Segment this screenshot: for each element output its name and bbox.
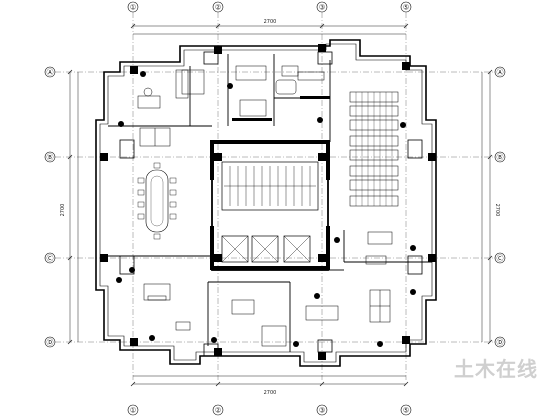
building-core bbox=[211, 141, 329, 271]
window-bays bbox=[119, 51, 423, 357]
workstation-rows bbox=[349, 91, 399, 207]
conference-table bbox=[137, 162, 177, 240]
grid-bubbles-left bbox=[44, 66, 56, 348]
dimension-left-overall: 2700 bbox=[60, 204, 66, 217]
grid-label-bottom-5: ⑤ bbox=[403, 407, 409, 415]
grid-bubbles-right bbox=[494, 66, 506, 348]
grid-label-top-1: ① bbox=[130, 4, 136, 12]
interior-partitions bbox=[108, 54, 432, 352]
planters bbox=[116, 71, 416, 347]
hatched-walls bbox=[210, 96, 330, 270]
exterior-wall bbox=[95, 39, 437, 367]
dimension-bottom-overall: 2700 bbox=[264, 390, 277, 396]
grid-label-left-d: Ⓓ bbox=[47, 339, 54, 347]
grid-label-top-5: ⑤ bbox=[403, 4, 409, 12]
grid-bubbles-bottom bbox=[127, 404, 412, 416]
grid-label-left-a: Ⓐ bbox=[47, 69, 54, 77]
grid-label-right-c: Ⓒ bbox=[497, 255, 504, 263]
watermark-text: 土木在线 bbox=[454, 357, 538, 381]
grid-label-right-d: Ⓓ bbox=[497, 339, 504, 347]
grid-label-bottom-2: ② bbox=[215, 407, 221, 415]
grid-label-bottom-1: ① bbox=[130, 407, 136, 415]
grid-label-right-a: Ⓐ bbox=[497, 69, 504, 77]
grid-label-right-b: Ⓑ bbox=[497, 154, 504, 162]
dimension-top-overall: 2700 bbox=[264, 19, 277, 25]
grid-label-top-2: ② bbox=[215, 4, 221, 12]
grid-bubbles-top bbox=[127, 1, 412, 13]
dimension-right-overall: 2700 bbox=[494, 204, 500, 217]
office-furniture bbox=[137, 65, 393, 347]
grid-lines bbox=[55, 12, 505, 380]
structural-columns bbox=[100, 44, 436, 360]
exterior-wall-inner bbox=[99, 43, 433, 363]
grid-label-left-b: Ⓑ bbox=[47, 154, 54, 162]
grid-label-left-c: Ⓒ bbox=[47, 255, 54, 263]
grid-label-top-3: ③ bbox=[319, 4, 325, 12]
dimension-lines bbox=[67, 23, 493, 387]
grid-label-bottom-3: ③ bbox=[319, 407, 325, 415]
